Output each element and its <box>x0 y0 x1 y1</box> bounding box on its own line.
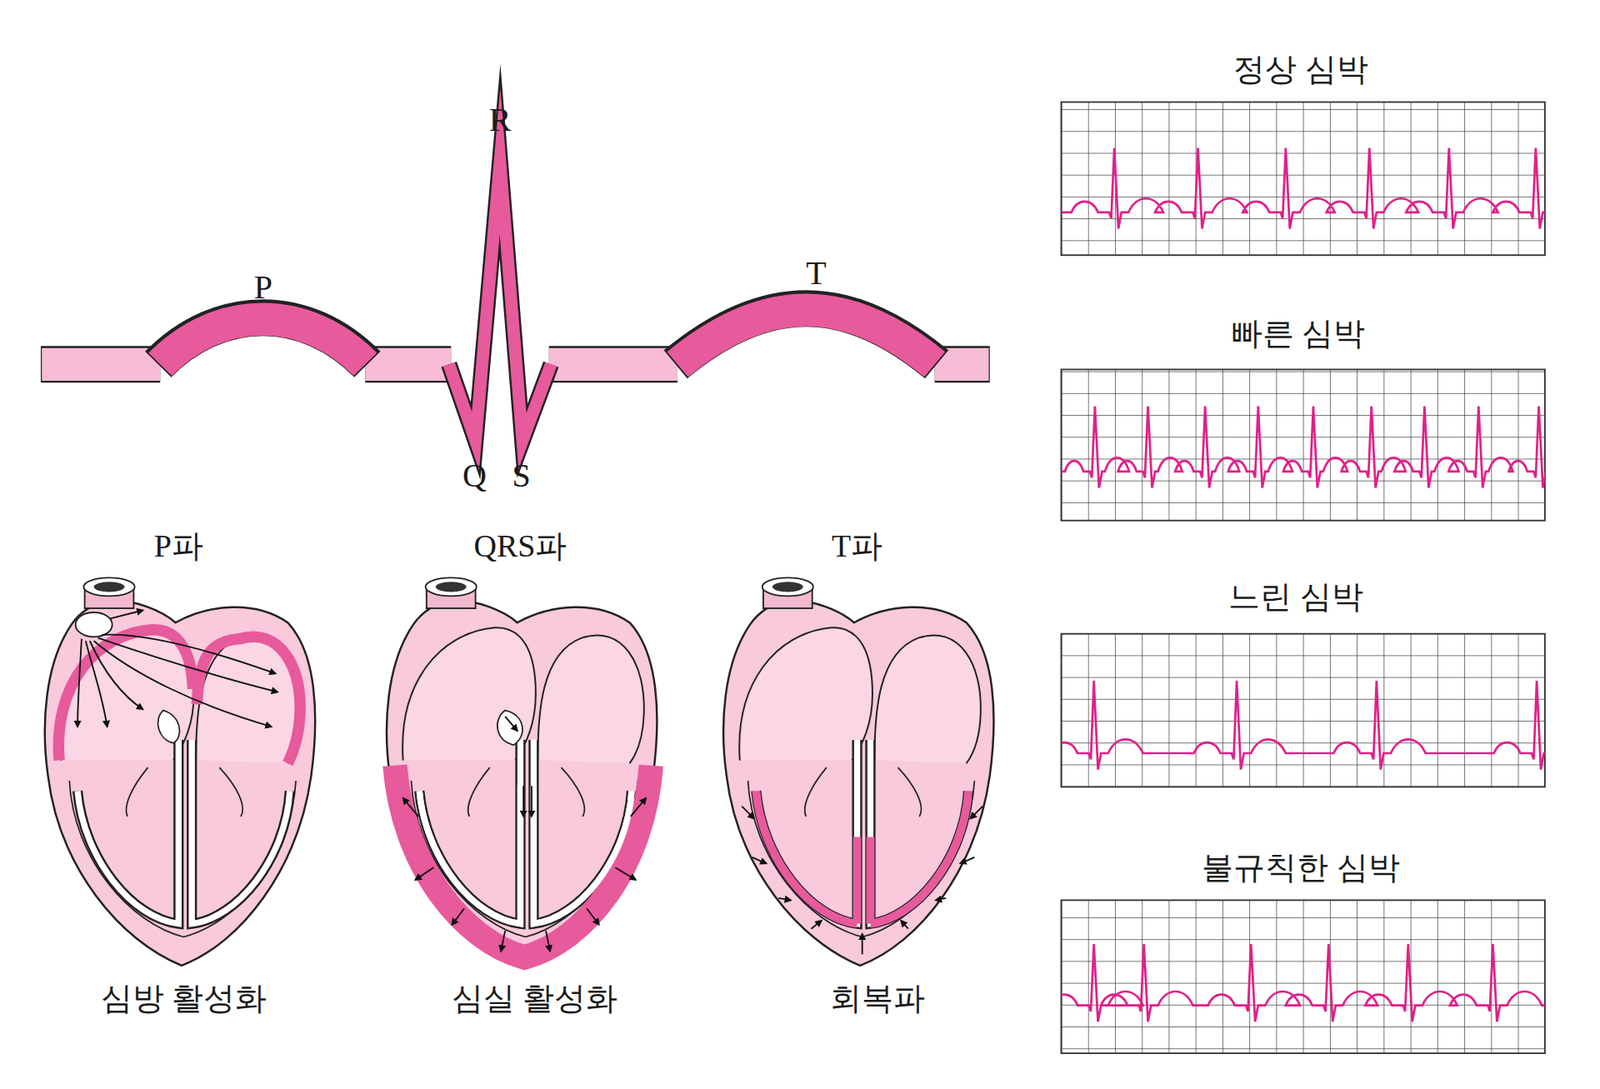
wave-letter: T <box>805 256 826 290</box>
panel-label: 회복파 <box>830 982 925 1015</box>
panel-label: 심실 활성화 <box>451 982 619 1015</box>
ecg-waveform <box>40 161 990 442</box>
strip-title: 정상 심박 <box>1233 53 1369 85</box>
wave-letter: R <box>489 103 512 137</box>
panel-label: P파 <box>154 530 204 562</box>
heart-ventricular <box>386 577 657 965</box>
panel-label: QRS파 <box>474 530 568 562</box>
wave-letter: Q <box>462 459 487 493</box>
panel-label: 심방 활성화 <box>100 982 268 1015</box>
heart-atrial <box>45 577 315 965</box>
heart-recovery <box>723 577 994 965</box>
wave-letter: P <box>254 270 273 305</box>
ecg-trace <box>1060 148 1545 230</box>
ecg-strips <box>1060 101 1545 1054</box>
panel-label: T파 <box>831 530 883 562</box>
ecg-trace <box>1060 406 1545 489</box>
wave-letter: S <box>512 459 531 493</box>
ecg-trace <box>1060 944 1545 1022</box>
strip-title: 느린 심박 <box>1228 580 1364 613</box>
ecg-traces <box>1050 148 1586 1023</box>
ecg-trace <box>1060 680 1545 770</box>
strip-title: 불규칙한 심박 <box>1201 851 1400 884</box>
strip-title: 빠른 심박 <box>1230 317 1366 350</box>
